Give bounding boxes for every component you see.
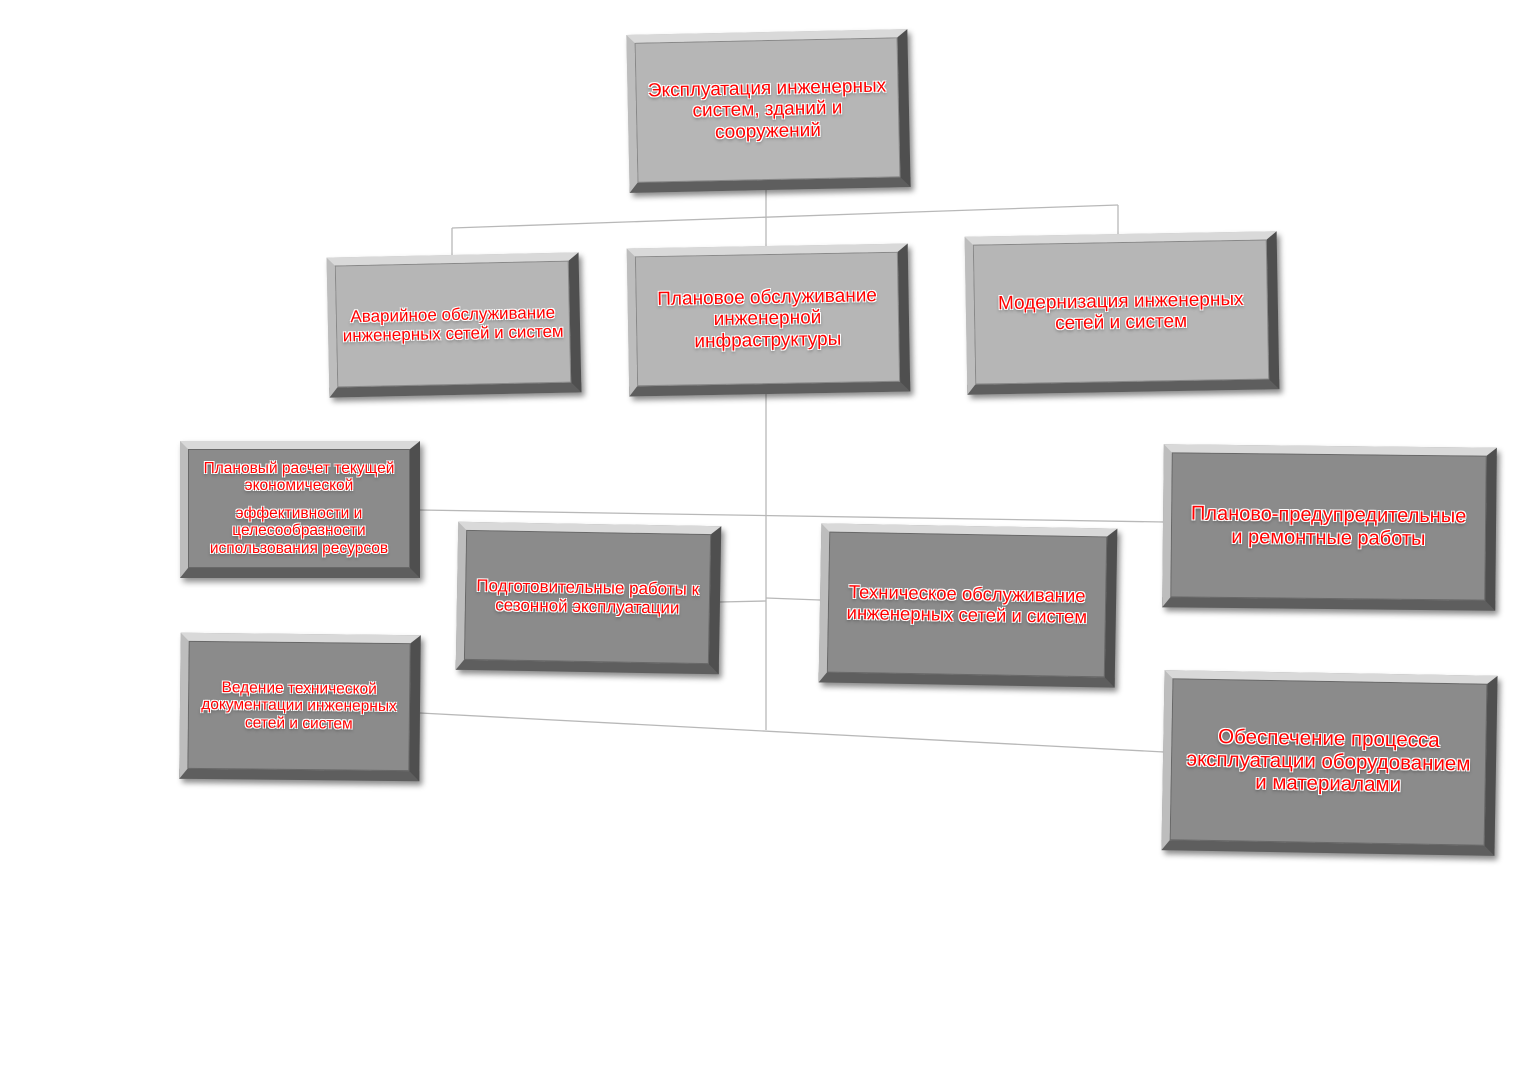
node-planned-service: Плановое обслуживание инженерной инфраст… bbox=[626, 243, 911, 397]
connector-level1-bar bbox=[451, 204, 1119, 229]
node-efficiency-calculation-line3: эффективности и bbox=[235, 504, 363, 522]
connector-tech bbox=[765, 597, 821, 601]
node-efficiency-calculation-line2: экономической bbox=[244, 477, 354, 495]
node-operation-root-line2: систем, зданий и сооружений bbox=[692, 97, 843, 143]
node-seasonal-preparation-line2: сезонной эксплуатации bbox=[495, 595, 680, 618]
node-preventive-repair: Планово-предупредительные и ремонтные ра… bbox=[1162, 444, 1497, 611]
connector-calc-ppr bbox=[419, 509, 1165, 523]
node-technical-documentation: Ведение технической документации инженер… bbox=[179, 632, 421, 782]
node-modernization: Модернизация инженерных сетей и систем bbox=[964, 231, 1280, 395]
node-efficiency-calculation-line5: использования ресурсов bbox=[209, 539, 389, 557]
node-technical-maintenance: Техническое обслуживание инженерных сете… bbox=[818, 523, 1118, 688]
node-technical-documentation-line1: Ведение технической bbox=[221, 679, 377, 698]
node-efficiency-calculation-line1: Плановый расчет текущей bbox=[203, 460, 395, 478]
node-equipment-supply: Обеспечение процесса эксплуатации оборуд… bbox=[1161, 670, 1498, 856]
node-preventive-repair-line2: и ремонтные работы bbox=[1231, 525, 1426, 550]
node-modernization-line1: Модернизация инженерных bbox=[997, 288, 1244, 314]
node-efficiency-calculation-line4: целесообразности bbox=[232, 522, 366, 540]
node-technical-maintenance-line2: инженерных сетей и систем bbox=[846, 601, 1088, 627]
node-emergency-service-line2: инженерных сетей и систем bbox=[342, 321, 564, 346]
node-seasonal-preparation: Подготовительные работы к сезонной экспл… bbox=[455, 521, 722, 675]
connector-docs-supply bbox=[419, 712, 1165, 753]
node-planned-service-line2: инженерной инфраструктуры bbox=[694, 307, 842, 352]
node-efficiency-calculation: Плановый расчет текущей экономической эф… bbox=[180, 441, 420, 578]
node-emergency-service: Аварийное обслуживание инженерных сетей … bbox=[326, 252, 582, 398]
node-operation-root: Эксплуатация инженерных систем, зданий и… bbox=[626, 29, 911, 193]
node-modernization-line2: сетей и систем bbox=[1054, 310, 1188, 335]
node-equipment-supply-line3: и материалами bbox=[1254, 771, 1402, 797]
connector-seasonal bbox=[719, 600, 767, 603]
node-preventive-repair-line1: Планово-предупредительные bbox=[1190, 502, 1467, 528]
node-technical-documentation-line2: документации инженерных bbox=[201, 696, 397, 716]
node-technical-documentation-line3: сетей и систем bbox=[244, 714, 353, 733]
